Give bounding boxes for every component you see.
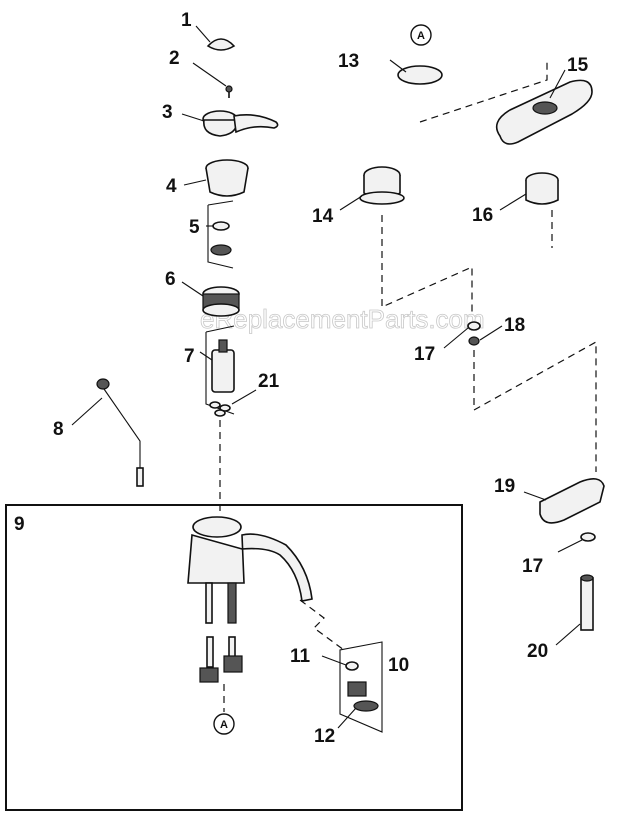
label-part-8: 8 [53,419,64,440]
label-part-2: 2 [169,48,180,69]
svg-text:A: A [417,30,425,42]
label-part-9: 9 [14,514,25,535]
label-part-10: 10 [388,655,409,676]
watermark: eReplacementParts.com [200,304,485,334]
part-10-aerator [339,641,383,733]
label-part-21: 21 [258,371,280,392]
label-part-3: 3 [162,102,173,123]
svg-text:A: A [220,719,228,731]
label-part-13: 13 [338,51,359,72]
reference-marker-top: A [410,24,432,46]
reference-marker-bottom: A [213,713,235,735]
part-5-seals [207,200,234,269]
part-6-bonnet-nut [202,286,240,317]
label-part-6: 6 [165,269,176,290]
label-part-16: 16 [472,205,493,226]
label-part-1: 1 [181,10,192,31]
label-part-4: 4 [166,176,177,197]
label-part-18: 18 [504,315,525,336]
part-9-faucet-body [187,516,313,683]
part-7-cartridge [205,325,235,415]
label-part-5: 5 [189,217,200,238]
part-14-base [359,166,405,205]
part-20-rod [580,574,594,631]
part-19-bracket [539,478,605,524]
part-1-cap [206,38,236,51]
label-part-20: 20 [527,641,548,662]
label-part-17-bottom: 17 [522,556,543,577]
part-21-o-rings [209,401,231,417]
label-part-12: 12 [314,726,335,747]
part-17-washer-top [467,321,481,331]
part-17-washer-bottom [580,532,596,542]
part-2-screw [225,85,233,98]
part-4-cap-ring [205,159,249,197]
part-18-nut [468,336,480,346]
label-part-11: 11 [290,646,311,667]
part-3-handle [202,110,279,137]
part-15-escutcheon-plate [495,79,593,145]
part-13-gasket [397,65,443,85]
label-part-7: 7 [184,346,195,367]
part-16-mounting-nut [525,172,559,205]
label-part-17-top: 17 [414,344,435,365]
label-part-15: 15 [567,55,589,76]
label-part-14: 14 [312,206,334,227]
part-9-group-box [5,504,463,811]
part-8-lift-rod [96,378,144,487]
label-part-19: 19 [494,476,515,497]
